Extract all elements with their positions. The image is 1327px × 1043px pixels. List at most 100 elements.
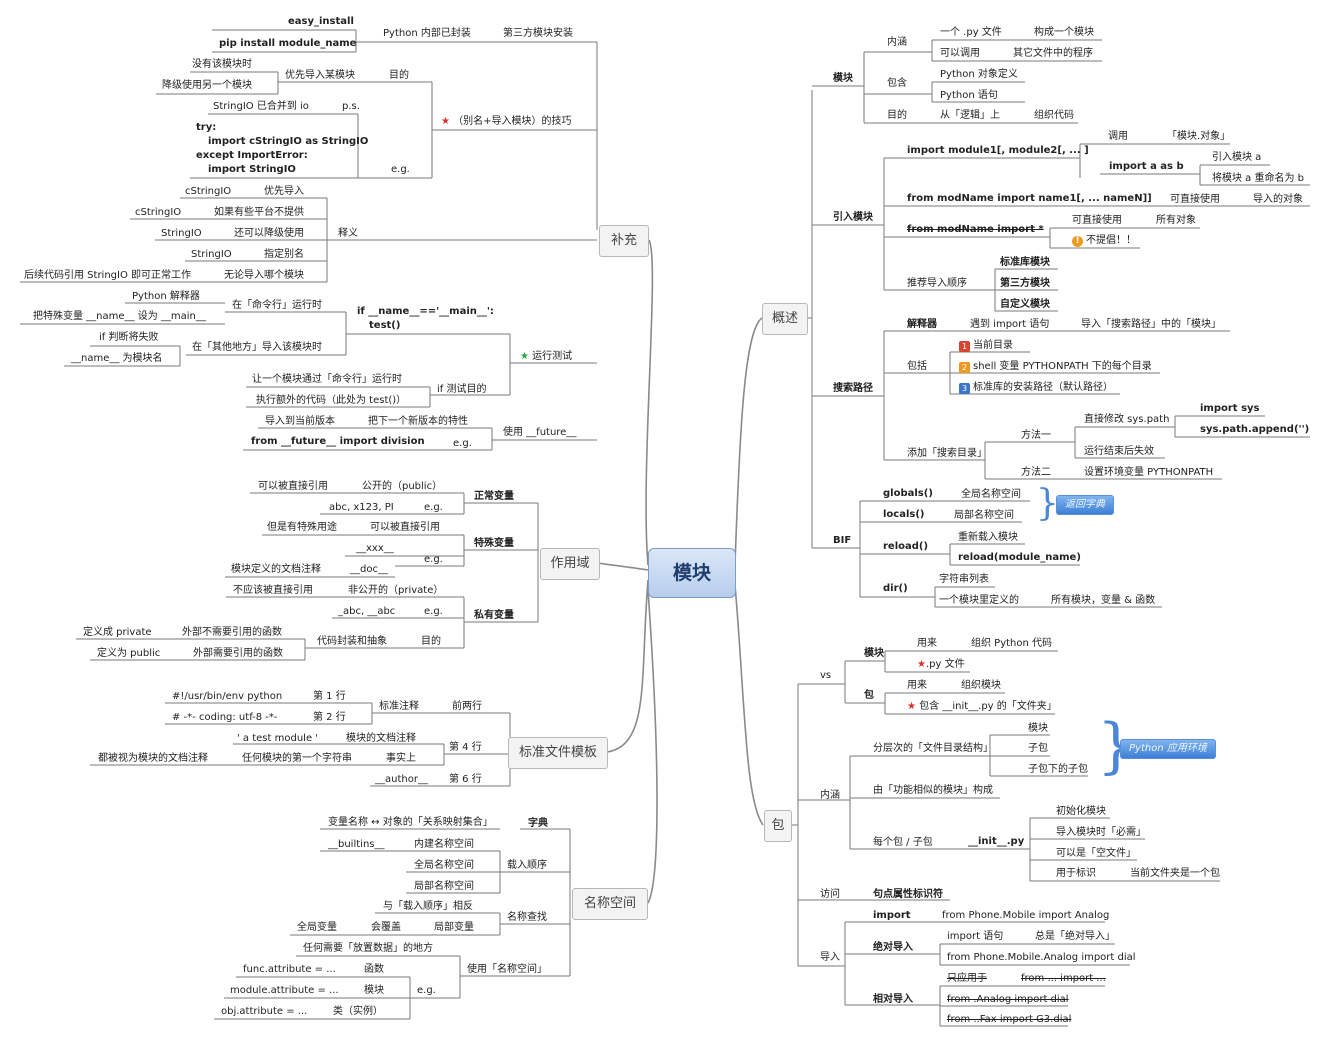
node[interactable]: module.attribute = ...	[230, 985, 339, 996]
branch-overview[interactable]: 概述	[762, 303, 808, 335]
node[interactable]: ' a test module '	[237, 733, 319, 744]
node[interactable]: Python 解释器	[132, 291, 200, 302]
node[interactable]: 包括	[907, 361, 927, 372]
node[interactable]: BIF	[833, 535, 852, 546]
node[interactable]: 标准注释	[379, 701, 419, 712]
node[interactable]: 遇到 import 语句	[970, 319, 1050, 330]
node[interactable]: 绝对导入	[873, 942, 913, 953]
node[interactable]: 可直接使用	[1170, 194, 1220, 205]
node[interactable]: 优先导入	[264, 186, 304, 197]
node[interactable]: p.s.	[342, 101, 360, 112]
return-dict-callout[interactable]: 返回字典	[1056, 495, 1114, 515]
node[interactable]: 可以被直接引用	[370, 522, 440, 533]
node[interactable]: 一个 .py 文件	[940, 27, 1002, 38]
node[interactable]: # -*- coding: utf-8 -*-	[172, 712, 278, 723]
node[interactable]: ★ 包含 __init__.py 的「文件夹」	[907, 701, 1057, 713]
node[interactable]: 包含	[887, 78, 907, 89]
node[interactable]: 全局名称空间	[961, 489, 1021, 500]
root-node[interactable]: 模块	[648, 548, 736, 598]
node[interactable]: 用于标识	[1056, 868, 1096, 879]
node[interactable]: 变量名称 ↔ 对象的「关系映射集合」	[328, 817, 493, 828]
code-line[interactable]: __init__.py	[968, 836, 1025, 847]
node[interactable]: Python 语句	[940, 90, 998, 101]
node[interactable]: 正常变量	[474, 491, 514, 502]
node[interactable]: 其它文件中的程序	[1013, 48, 1093, 59]
node[interactable]: !不提倡！！	[1072, 235, 1136, 247]
node[interactable]: 导入	[820, 952, 840, 963]
node[interactable]: 事实上	[386, 753, 416, 764]
node[interactable]: 让一个模块通过「命令行」运行时	[252, 374, 402, 385]
branch-template[interactable]: 标准文件模板	[508, 737, 608, 769]
node[interactable]: e.g.	[391, 164, 410, 175]
node[interactable]: 局部名称空间	[414, 881, 474, 892]
node[interactable]: 每个包 / 子包	[873, 837, 933, 848]
node[interactable]: 调用	[1108, 131, 1128, 142]
node[interactable]: 第 6 行	[449, 774, 482, 785]
code-line[interactable]: dir()	[883, 583, 908, 594]
node[interactable]: 句点属性标识符	[873, 889, 943, 900]
node[interactable]: 在「命令行」运行时	[232, 300, 322, 311]
node[interactable]: 如果有些平台不提供	[214, 207, 304, 218]
node[interactable]: e.g.	[424, 502, 443, 513]
node[interactable]: __name__ 为模块名	[71, 353, 163, 364]
node[interactable]: ★ （别名+导入模块）的技巧	[441, 116, 572, 128]
branch-supplement[interactable]: 补充	[599, 225, 649, 257]
node[interactable]: _abc, __abc	[338, 606, 396, 617]
node[interactable]: 方法一	[1021, 430, 1051, 441]
node[interactable]: 模块	[364, 985, 384, 996]
node[interactable]: 导入「搜索路径」中的「模块」	[1081, 319, 1221, 330]
node[interactable]: Python 内部已封装	[383, 28, 471, 39]
node[interactable]: 子包	[1028, 743, 1048, 754]
node[interactable]: 标准库模块	[1000, 257, 1050, 268]
node[interactable]: 导入模块时「必需」	[1056, 827, 1146, 838]
node[interactable]: 用来	[907, 680, 927, 691]
node[interactable]: 所有模块，变量 & 函数	[1051, 595, 1156, 606]
node[interactable]: 运行结束后失效	[1084, 446, 1154, 457]
node[interactable]: 都被视为模块的文档注释	[98, 753, 208, 764]
node[interactable]: 不应该被直接引用	[233, 585, 313, 596]
node[interactable]: 导入的对象	[1253, 194, 1303, 205]
node[interactable]: from .Analog import dial	[947, 994, 1069, 1005]
node[interactable]: 还可以降级使用	[234, 228, 304, 239]
node[interactable]: 使用「名称空间」	[467, 964, 547, 975]
node[interactable]: 公开的（public）	[362, 481, 443, 492]
node[interactable]: StringIO 已合并到 io	[213, 101, 309, 112]
node[interactable]: 外部不需要引用的函数	[182, 627, 282, 638]
node[interactable]: 会覆盖	[371, 922, 401, 933]
node[interactable]: 目的	[887, 110, 907, 121]
node[interactable]: 把下一个新版本的特性	[368, 416, 468, 427]
node[interactable]: 模块	[833, 73, 853, 84]
node[interactable]: 定义成 private	[83, 627, 152, 638]
node[interactable]: func.attribute = ...	[243, 964, 336, 975]
node[interactable]: 第 4 行	[449, 742, 482, 753]
node[interactable]: StringIO	[161, 228, 202, 239]
node[interactable]: 代码封装和抽象	[317, 636, 387, 647]
node[interactable]: 组织 Python 代码	[971, 638, 1053, 649]
node[interactable]: 内涵	[887, 37, 907, 48]
node[interactable]: 组织代码	[1034, 110, 1074, 121]
node[interactable]: pip install module_name	[219, 38, 357, 49]
node[interactable]: 后续代码引用 StringIO 即可正常工作	[24, 270, 192, 281]
node[interactable]: 第三方模块安装	[503, 28, 573, 39]
code-line[interactable]: import module1[, module2[, ... ]	[907, 145, 1089, 156]
node[interactable]: 任何模块的第一个字符串	[242, 753, 352, 764]
node[interactable]: __doc__	[350, 564, 388, 575]
node[interactable]: Python 对象定义	[940, 69, 1018, 80]
node[interactable]: 私有变量	[474, 610, 514, 621]
node[interactable]: 但是有特殊用途	[267, 522, 337, 533]
node[interactable]: ★.py 文件	[917, 659, 965, 671]
node[interactable]: import 语句	[947, 931, 1004, 942]
code-line[interactable]: sys.path.append('')	[1200, 424, 1310, 435]
node[interactable]: ★ 运行测试	[520, 351, 572, 363]
node[interactable]: e.g.	[424, 606, 443, 617]
node[interactable]: 没有该模块时	[192, 59, 252, 70]
code-line[interactable]: import sys	[1200, 403, 1260, 414]
node[interactable]: 分层次的「文件目录结构」	[873, 743, 993, 754]
node[interactable]: obj.attribute = ...	[221, 1006, 308, 1017]
node[interactable]: 引入模块	[833, 212, 873, 223]
node[interactable]: cStringIO	[185, 186, 232, 197]
node[interactable]: 外部需要引用的函数	[193, 648, 283, 659]
node[interactable]: 可以被直接引用	[258, 481, 328, 492]
node[interactable]: 模块的文档注释	[346, 733, 416, 744]
